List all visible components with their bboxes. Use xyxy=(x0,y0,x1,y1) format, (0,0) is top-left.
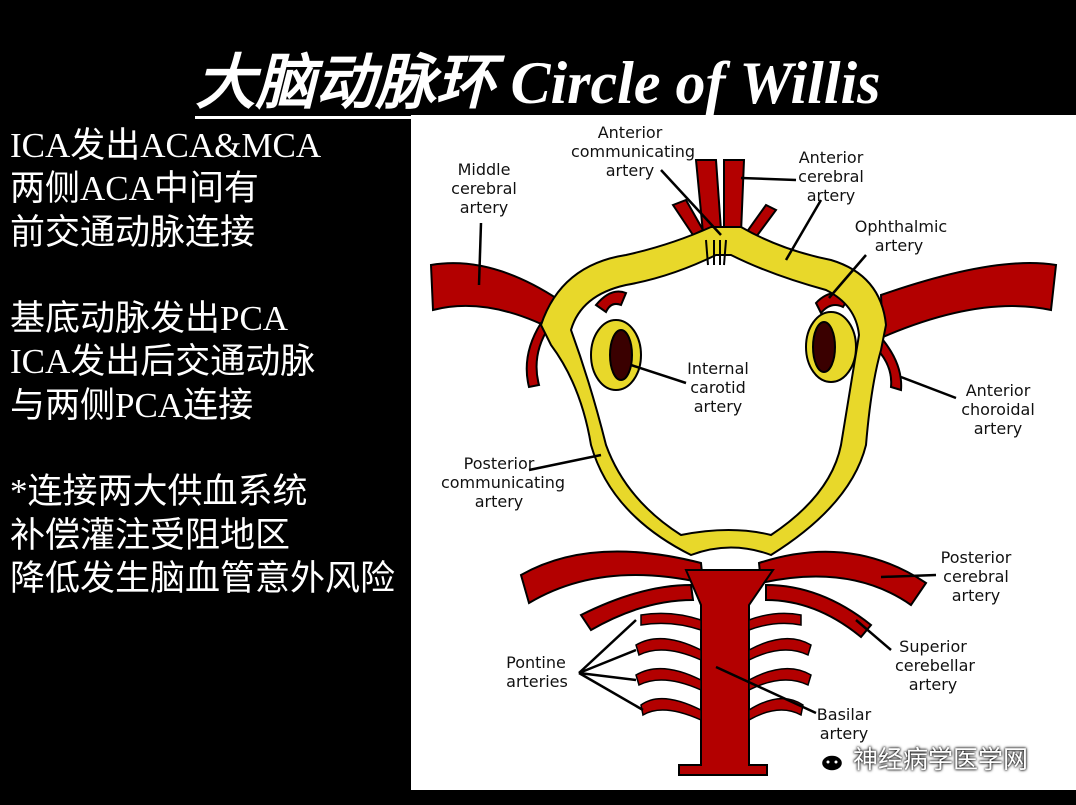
pontine-branch xyxy=(635,637,702,662)
label-superior-cerebellar: artery xyxy=(909,675,958,694)
wechat-icon xyxy=(805,743,845,773)
left-anterior-choroidal-artery xyxy=(525,321,551,389)
right-carotid-lumen xyxy=(812,321,836,373)
label-posterior-cerebral: cerebral xyxy=(943,567,1009,586)
label-basilar: Basilar xyxy=(817,705,872,724)
anterior-communicating-artery xyxy=(705,239,727,266)
left-branch-stub xyxy=(671,198,705,237)
label-posterior-communicating: communicating xyxy=(441,473,565,492)
left-ophthalmic-artery xyxy=(594,290,628,314)
note-line: 与两侧PCA连接 xyxy=(10,385,254,425)
label-anterior-cerebral: cerebral xyxy=(798,167,864,186)
label-middle-cerebral: cerebral xyxy=(451,179,517,198)
right-posterior-cerebral-artery xyxy=(757,550,928,607)
label-anterior-cerebral: artery xyxy=(807,186,856,205)
label-internal-carotid: Internal xyxy=(687,359,749,378)
label-ophthalmic: artery xyxy=(875,236,924,255)
label-pontine: Pontine xyxy=(506,653,566,672)
label-anterior-communicating: artery xyxy=(606,161,655,180)
pontine-branch xyxy=(640,612,702,632)
notes-text: ICA发出ACA&MCA 两侧ACA中间有 前交通动脉连接 基底动脉发出PCA … xyxy=(10,124,395,600)
note-line: 前交通动脉连接 xyxy=(10,212,256,252)
note-line: ICA发出ACA&MCA xyxy=(10,126,322,165)
label-middle-cerebral: Middle xyxy=(458,160,511,179)
watermark-text: 神经病学医学网 xyxy=(853,745,1029,774)
label-anterior-choroidal: artery xyxy=(974,419,1023,438)
label-posterior-communicating: artery xyxy=(475,492,524,511)
note-line: 基底动脉发出PCA xyxy=(10,299,289,339)
pontine-branch xyxy=(640,697,702,722)
arteries xyxy=(429,159,1058,776)
label-posterior-cerebral: Posterior xyxy=(941,548,1012,567)
label-ophthalmic: Ophthalmic xyxy=(855,217,947,236)
label-internal-carotid: artery xyxy=(694,397,743,416)
note-line: *连接两大供血系统 xyxy=(10,472,308,512)
label-pontine: arteries xyxy=(506,672,568,691)
label-anterior-choroidal: choroidal xyxy=(961,400,1035,419)
note-line: 两侧ACA中间有 xyxy=(10,169,259,209)
right-anterior-cerebral-artery xyxy=(723,159,746,235)
label-anterior-cerebral: Anterior xyxy=(799,148,864,167)
right-superior-cerebellar-artery xyxy=(765,583,873,639)
pontine-branch xyxy=(748,637,812,662)
slide-title: 大脑动脉环 Circle of Willis xyxy=(0,46,1076,120)
note-line: 降低发生脑血管意外风险 xyxy=(10,558,396,598)
label-lines xyxy=(477,169,957,715)
watermark: 神经病学医学网 xyxy=(805,738,1028,778)
label-superior-cerebellar: Superior xyxy=(899,637,967,656)
label-internal-carotid: carotid xyxy=(690,378,746,397)
label-superior-cerebellar: cerebellar xyxy=(895,656,975,675)
note-line: ICA发出后交通动脉 xyxy=(10,342,316,382)
circle-ring xyxy=(539,226,888,557)
label-basilar: artery xyxy=(820,724,869,743)
label-posterior-communicating: Posterior xyxy=(464,454,535,473)
right-anterior-choroidal-artery xyxy=(873,338,903,392)
pontine-branch xyxy=(748,697,804,722)
pontine-branch xyxy=(748,667,812,692)
note-line: 补偿灌注受阻地区 xyxy=(10,515,291,555)
label-anterior-communicating: communicating xyxy=(571,142,695,161)
pontine-branch xyxy=(635,667,702,692)
label-middle-cerebral: artery xyxy=(460,198,509,217)
communicating-ring xyxy=(539,226,888,557)
pontine-branch xyxy=(748,612,802,632)
right-middle-cerebral-artery xyxy=(879,262,1058,339)
label-anterior-choroidal: Anterior xyxy=(966,381,1031,400)
left-superior-cerebellar-artery xyxy=(579,583,695,632)
label-posterior-cerebral: artery xyxy=(952,586,1001,605)
label-anterior-communicating: Anterior xyxy=(598,123,663,142)
left-carotid-lumen xyxy=(609,329,633,381)
